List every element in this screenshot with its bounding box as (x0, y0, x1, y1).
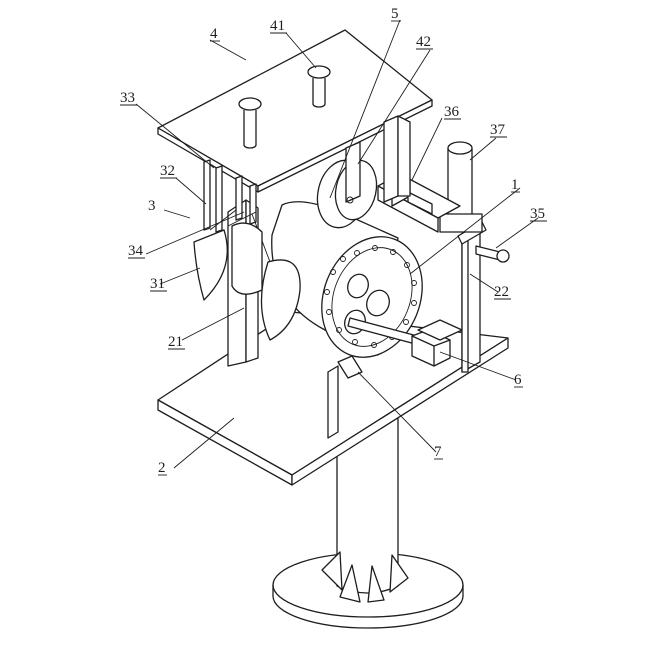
label-1: 1 (511, 177, 519, 193)
screw-35 (475, 245, 510, 263)
label-2: 2 (158, 460, 166, 476)
label-4: 4 (210, 26, 218, 42)
label-31: 31 (150, 276, 165, 292)
shaft-and-block-6 (347, 317, 463, 367)
flange-bolt-holes (324, 245, 417, 348)
label-36: 36 (444, 104, 460, 120)
label-5: 5 (391, 6, 399, 22)
label-37: 37 (490, 122, 506, 138)
plate-posts (383, 115, 411, 203)
paddles-31-34 (193, 209, 301, 341)
label-34: 34 (128, 243, 144, 259)
label-7: 7 (434, 444, 442, 460)
leader-lines (135, 19, 539, 469)
callout-labels: 4 41 5 42 33 32 3 34 31 21 36 37 1 35 22… (120, 6, 547, 476)
label-22: 22 (494, 284, 509, 300)
label-42: 42 (416, 34, 431, 50)
pulley-5 (316, 141, 378, 229)
label-3: 3 (148, 198, 156, 214)
label-41: 41 (270, 18, 285, 34)
drum-1 (271, 201, 423, 358)
label-35: 35 (530, 206, 545, 222)
label-33: 33 (120, 90, 135, 106)
support-column (321, 409, 409, 603)
pin-7 (327, 355, 363, 439)
label-21: 21 (168, 334, 183, 350)
hanging-rods-32 (203, 159, 257, 233)
label-32: 32 (160, 163, 175, 179)
label-6: 6 (514, 372, 522, 388)
pins-41 (238, 65, 331, 149)
